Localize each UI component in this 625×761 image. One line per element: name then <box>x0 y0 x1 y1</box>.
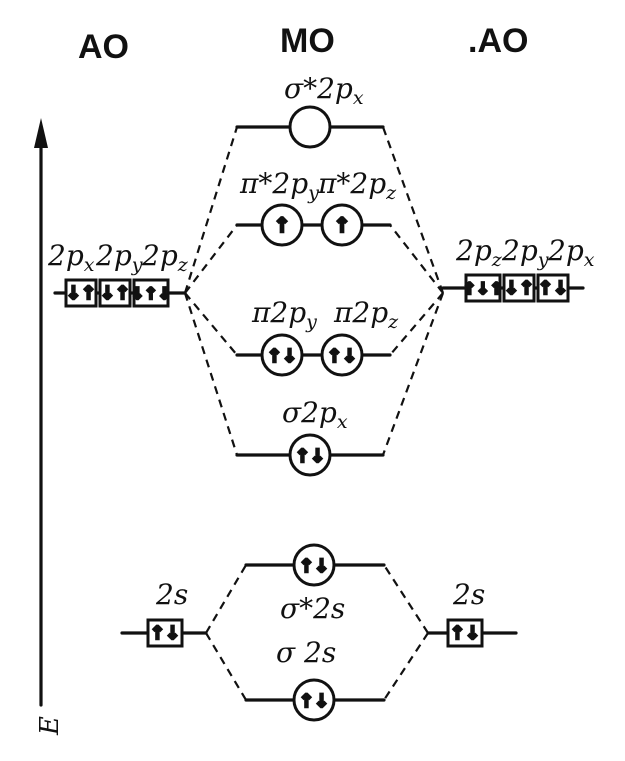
mo-circle-sigma-2px <box>288 433 332 477</box>
mo-pi-star-2p: ↑ ↑ π*2py π*2pz <box>235 167 397 247</box>
mo-sigma-star-2s: ↑↓ σ*2s <box>244 543 386 625</box>
ao-electrons-left-2px: ↓↑ <box>66 283 96 304</box>
energy-axis: E <box>34 118 65 736</box>
mo-electrons-sigma-2px: ↑↓ <box>295 446 325 467</box>
mo-sigma-2px: ↑↓ σ2px <box>235 396 385 477</box>
mo-sigma-2s: ↑↓ σ 2s <box>244 636 386 722</box>
ao-box-left-2pz <box>132 278 170 308</box>
mo-electrons-pi-star-2pz: ↑ <box>334 213 351 237</box>
mo-electrons-pi-2py: ↑↓ <box>267 346 297 367</box>
mo-circle-sigma-star-2s <box>292 543 336 587</box>
ao-box-right-2py <box>502 273 536 303</box>
ao-electrons-left-2s: ↑↓ <box>150 623 180 644</box>
ao-label-right-2pz: 2pz <box>455 234 503 271</box>
mo-circle-pi-star-2py <box>260 203 304 247</box>
header-left-ao: AO <box>78 28 129 66</box>
ao-label-left-2pz: 2pz <box>141 239 189 276</box>
mo-label-sigma-2px: σ2px <box>282 396 348 433</box>
right-2p-ao: ↑↓↑ ↓↑ ↑↓ 2pz 2py 2px <box>441 234 595 303</box>
ao-box-right-2px <box>536 273 570 303</box>
ao-electrons-left-2pz: ↓↑↓ <box>131 284 171 303</box>
ao-label-left-2py: 2py <box>95 239 143 276</box>
ao-label-left-2px: 2px <box>47 239 95 276</box>
mo-label-pi-star-2py: π*2py <box>239 167 319 204</box>
mo-electrons-sigma-star-2s: ↑↓ <box>299 556 329 577</box>
mo-electrons-sigma-2s: ↑↓ <box>299 691 329 712</box>
ao-label-right-2s: 2s <box>452 578 485 611</box>
mo-circle-pi-2py <box>260 333 304 377</box>
energy-axis-arrowhead <box>34 118 48 148</box>
mo-label-pi-star-2pz: π*2pz <box>317 167 397 204</box>
mo-label-sigma-2s: σ 2s <box>276 636 336 669</box>
correlation-lines <box>183 126 445 701</box>
right-2s-ao: ↑↓ 2s <box>426 578 518 648</box>
mo-circle-sigma-star-2px <box>288 105 332 149</box>
left-2p-ao: ↓↑ ↓↑ ↓↑↓ 2px 2py 2pz <box>47 239 189 308</box>
mo-label-sigma-star-2s: σ*2s <box>280 592 345 625</box>
ao-box-left-2px <box>64 278 98 308</box>
ao-box-left-2py <box>98 278 132 308</box>
mo-electrons-pi-star-2py: ↑ <box>274 213 291 237</box>
mo-label-pi-2py: π2py <box>251 296 317 333</box>
header-right-ao: .AO <box>468 22 528 60</box>
mo-circle-sigma-2s <box>292 678 336 722</box>
energy-axis-label: E <box>35 716 65 736</box>
mo-label-sigma-star-2px: σ*2px <box>284 72 364 109</box>
mo-electrons-pi-2pz: ↑↓ <box>327 346 357 367</box>
mo-pi-2p: ↑↓ ↑↓ π2py π2pz <box>235 296 399 377</box>
ao-electrons-right-2s: ↑↓ <box>450 623 480 644</box>
ao-box-left-2s <box>146 618 184 648</box>
mo-circle-pi-star-2pz <box>320 203 364 247</box>
ao-electrons-right-2pz: ↑↓↑ <box>463 279 503 298</box>
ao-label-left-2s: 2s <box>155 578 188 611</box>
left-2s-ao: ↑↓ 2s <box>120 578 208 648</box>
mo-circle-pi-2pz <box>320 333 364 377</box>
ao-label-right-2px: 2px <box>547 234 595 271</box>
ao-electrons-left-2py: ↓↑ <box>100 283 130 304</box>
ao-box-right-2pz <box>464 273 502 303</box>
ao-electrons-right-2px: ↑↓ <box>538 278 568 299</box>
ao-electrons-right-2py: ↓↑ <box>504 278 534 299</box>
mo-label-pi-2pz: π2pz <box>333 296 399 333</box>
ao-box-right-2s <box>446 618 484 648</box>
header-mo: MO <box>280 22 335 60</box>
ao-label-right-2py: 2py <box>501 234 549 271</box>
mo-sigma-star-2px: σ*2px <box>235 72 385 149</box>
